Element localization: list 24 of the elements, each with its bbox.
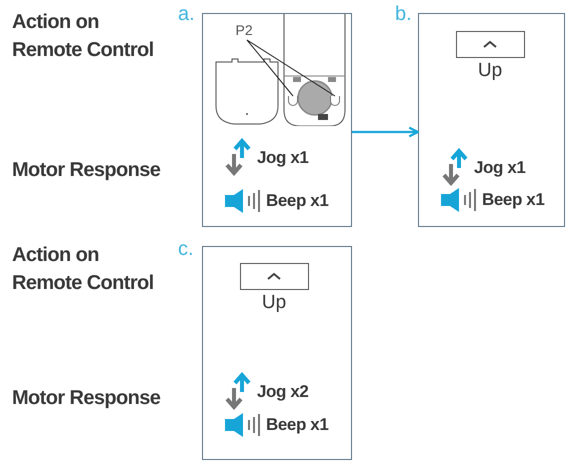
up-button <box>240 262 308 290</box>
row-heading: Action on Remote Control <box>12 243 155 296</box>
motor-response-text: Jog x1 <box>474 158 526 178</box>
step-panel <box>202 13 352 227</box>
motor-response-text: Beep x1 <box>482 190 544 210</box>
leader-line <box>246 40 294 96</box>
step-panel <box>202 246 352 460</box>
up-button <box>456 30 524 58</box>
row-heading: Motor Response <box>12 386 162 411</box>
step-letter: c. <box>178 238 194 261</box>
row-heading: Action on Remote Control <box>12 10 155 63</box>
button-caption: Up <box>476 60 504 82</box>
step-letter: b. <box>395 3 412 26</box>
step-letter: a. <box>178 3 195 26</box>
motor-response-text: Jog x2 <box>257 382 308 402</box>
motor-response-text: Beep x1 <box>266 191 328 211</box>
motor-response-text: Beep x1 <box>266 415 328 435</box>
leader-line <box>246 40 336 96</box>
motor-response-text: Jog x1 <box>257 148 308 168</box>
row-heading: Motor Response <box>12 158 162 183</box>
button-caption: Up <box>260 292 288 314</box>
part-label: P2 <box>236 22 258 40</box>
arrow <box>352 126 420 138</box>
step-panel <box>418 13 565 227</box>
